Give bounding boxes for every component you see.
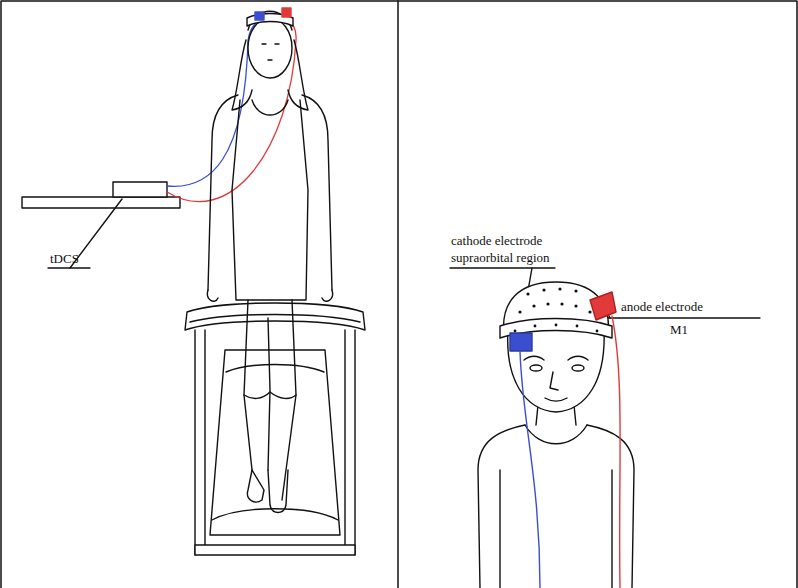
part-label: tDCS (50, 250, 110, 267)
part-label: M1 (670, 321, 710, 338)
part-label: cathode electrode supraorbital region (451, 232, 569, 266)
part-label: anode electrode (621, 298, 761, 315)
